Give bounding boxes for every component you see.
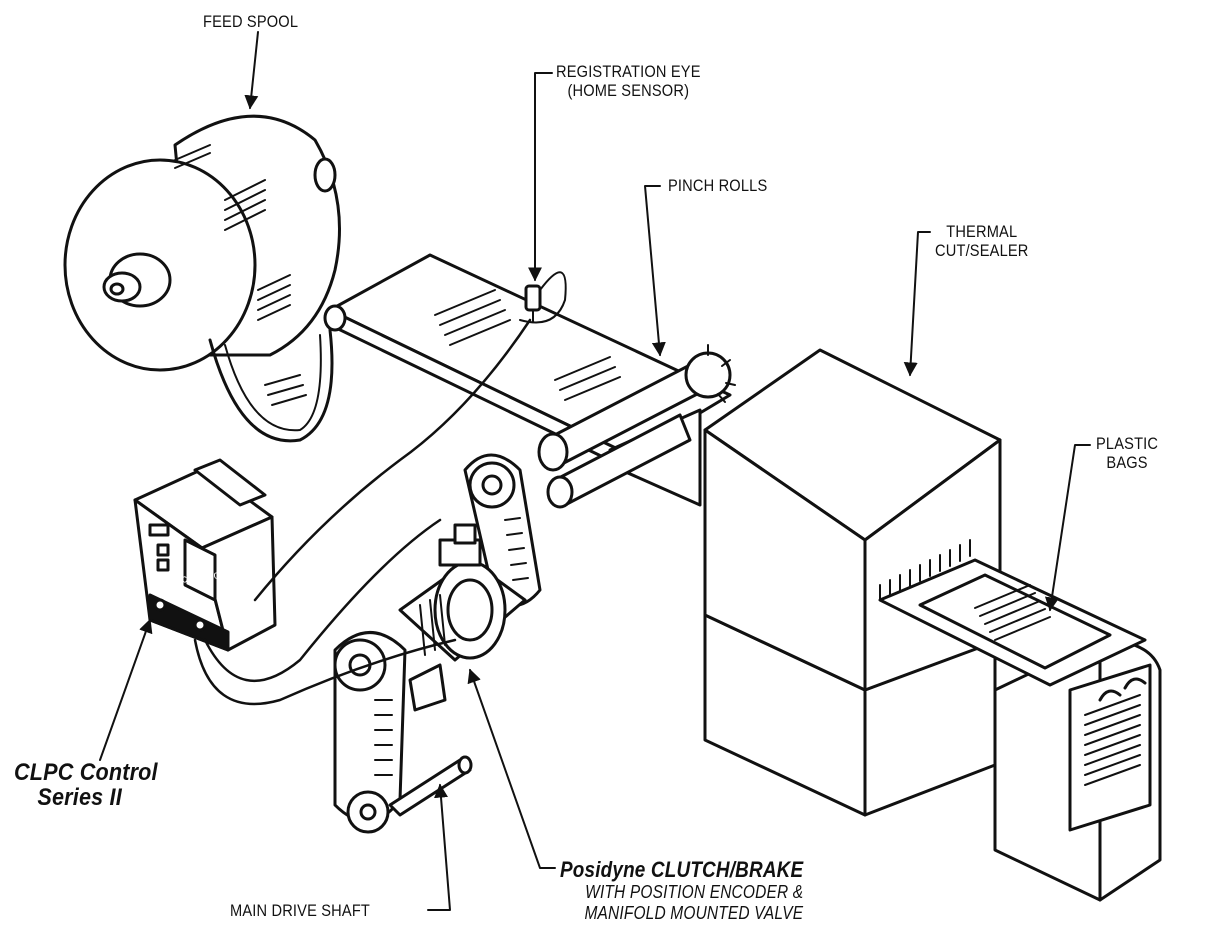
registration-eye-sensor [519, 271, 567, 324]
label-feed-spool: FEED SPOOL [203, 12, 299, 31]
pinch-rolls [537, 344, 736, 509]
label-main-drive-shaft: MAIN DRIVE SHAFT [230, 901, 371, 920]
bag-film [878, 558, 1147, 687]
label-thermal-cut-sealer: THERMAL CUT/SEALER [935, 222, 1029, 260]
label-clpc-control: CLPC Control Series II [14, 759, 158, 811]
lower-pulley-belt [333, 631, 407, 834]
leader-lines [99, 31, 1091, 911]
upper-pulley-belt [463, 453, 542, 608]
label-plastic-bags: PLASTIC BAGS [1096, 434, 1159, 472]
clpc-control-box [133, 318, 532, 706]
label-clutch-brake: Posidyne CLUTCH/BRAKE WITH POSITION ENCO… [560, 857, 804, 924]
feed-spool [63, 114, 341, 443]
label-pinch-rolls: PINCH ROLLS [668, 176, 768, 195]
label-registration-eye: REGISTRATION EYE (HOME SENSOR) [556, 62, 701, 100]
clutch-brake-unit [398, 523, 527, 712]
main-drive-shaft [388, 755, 473, 817]
discharge-stand [993, 638, 1162, 902]
